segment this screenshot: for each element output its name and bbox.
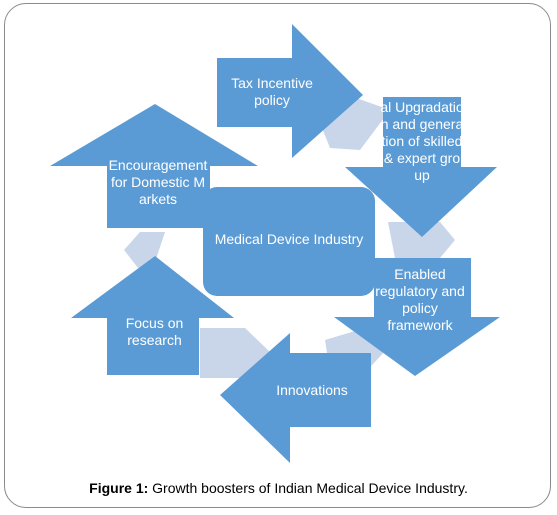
connector-right (388, 222, 455, 258)
node-upgradation-text: al Upgradation and generation of skilled… (380, 99, 464, 183)
caption-label: Figure 1: (89, 480, 149, 496)
arrow-tax-incentive (217, 24, 363, 158)
connector-bottom-left (200, 328, 270, 378)
arrow-upgradation (345, 97, 497, 237)
center-label: Medical Device Industry (214, 231, 364, 247)
arrow-regulatory (334, 258, 500, 376)
figure-caption: Figure 1: Growth boosters of Indian Medi… (0, 480, 557, 496)
arrow-innovations (220, 333, 371, 463)
node-tax-incentive-text: Tax Incentive policy (231, 75, 313, 108)
node-domestic-text: Encouragement for Domestic Markets (108, 157, 208, 207)
node-innovations-text: Innovations (276, 382, 348, 398)
node-regulatory-text: Enabled regulatory and policy framework (375, 266, 465, 333)
caption-text: Growth boosters of Indian Medical Device… (148, 480, 468, 496)
center-box (203, 187, 375, 296)
node-research-text: Focus on research (125, 315, 184, 348)
arrow-research (71, 256, 234, 375)
